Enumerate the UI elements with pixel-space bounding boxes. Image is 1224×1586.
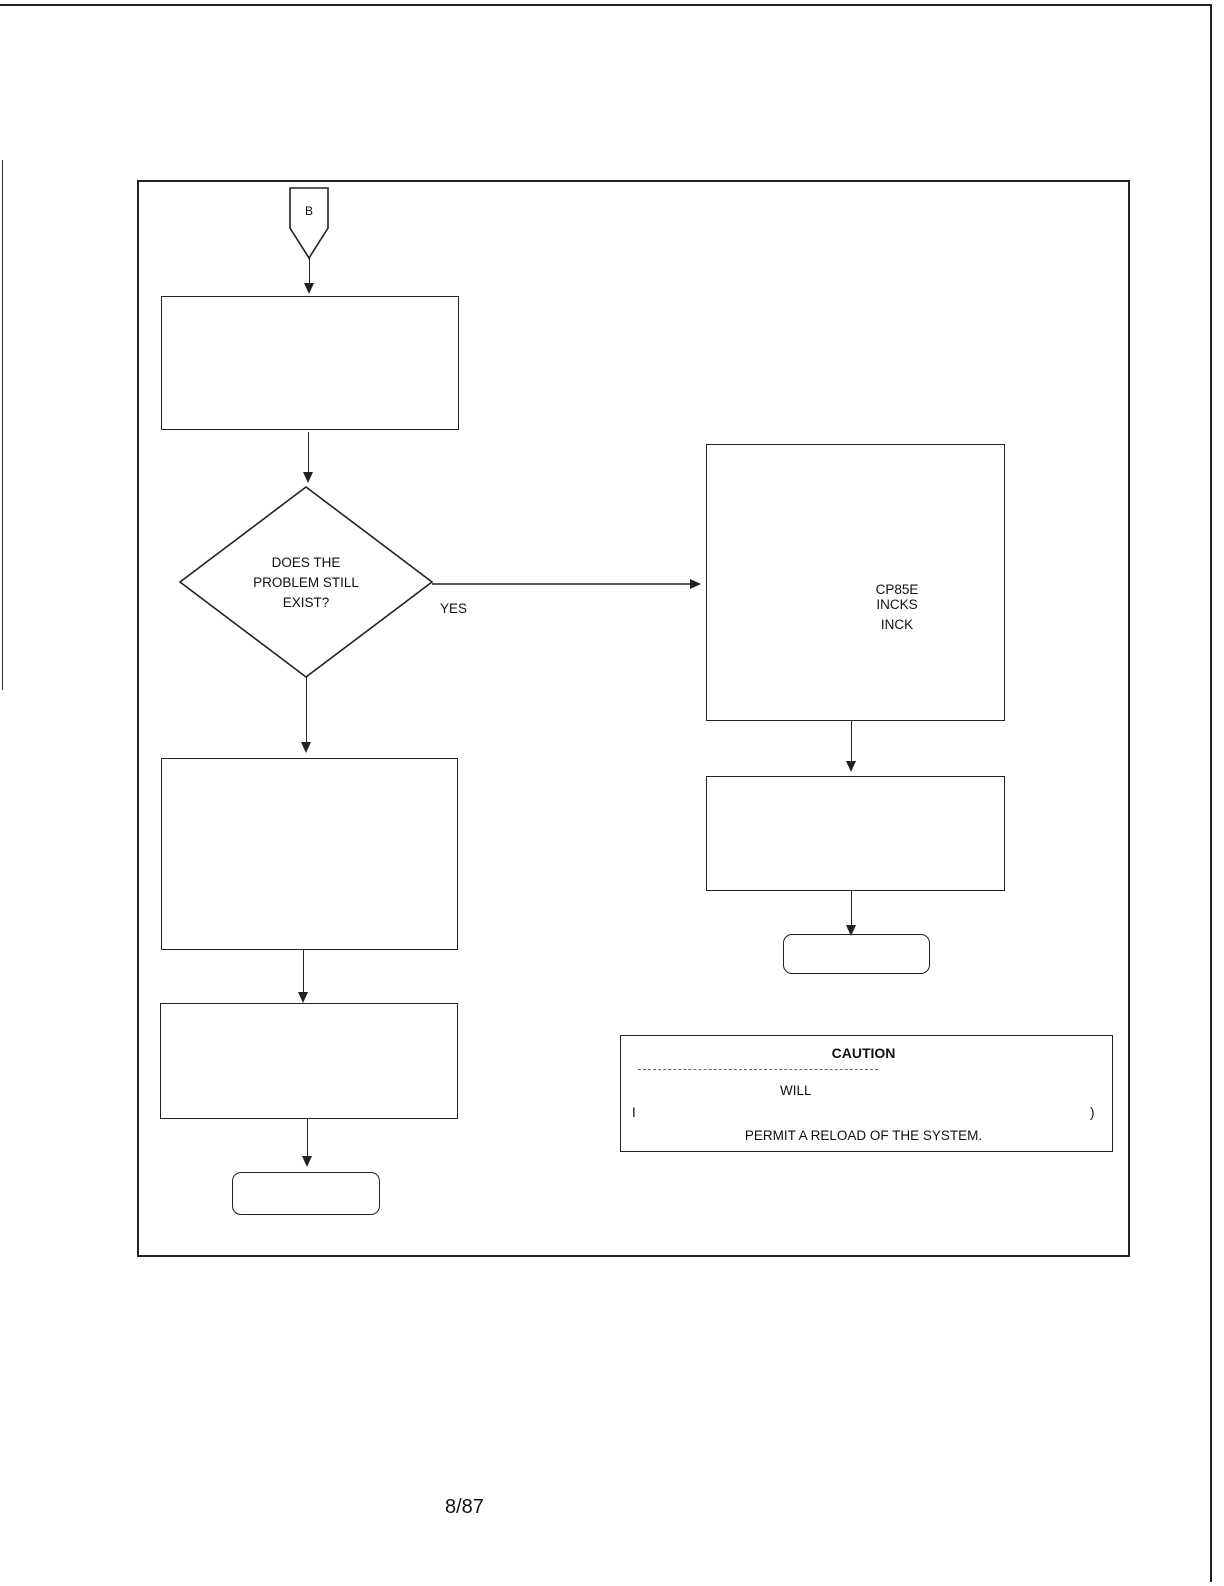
page-number: 8/87 — [445, 1496, 484, 1518]
right-box-line-3: INCK — [880, 617, 914, 632]
decision-line-3: EXIST? — [282, 595, 330, 610]
page-border-left — [2, 160, 3, 690]
flowchart-frame — [137, 180, 1130, 1257]
connector-b-shape — [289, 187, 329, 260]
caution-box — [620, 1035, 1113, 1152]
process-box-2 — [161, 758, 458, 950]
arrow-box2-to-box3 — [298, 950, 308, 1003]
arrow-b-to-box1 — [304, 258, 314, 294]
terminator-right — [783, 934, 930, 974]
process-box-3 — [160, 1003, 458, 1119]
page-border-top — [0, 4, 1212, 6]
decision-line-1: DOES THE — [271, 555, 341, 570]
arrow-box3-to-end — [302, 1119, 312, 1167]
yes-arrowhead — [690, 579, 701, 589]
right-box-line-1: CP85E — [875, 582, 919, 597]
caution-dashed-rule — [638, 1069, 878, 1070]
arrow-right1-to-right2 — [846, 721, 856, 772]
process-box-1 — [161, 296, 459, 430]
caution-line-2-left: I — [632, 1105, 636, 1120]
decision-line-2: PROBLEM STILL — [253, 575, 359, 590]
caution-line-1: WILL — [780, 1083, 812, 1098]
arrow-right2-to-end — [846, 891, 856, 936]
yes-label: YES — [440, 601, 468, 616]
process-box-right-1 — [706, 444, 1005, 721]
right-box-line-2: INCKS — [876, 597, 918, 612]
arrow-box1-to-decision — [303, 432, 313, 483]
caution-title: CAUTION — [831, 1045, 896, 1061]
arrow-decision-no — [301, 677, 311, 753]
process-box-right-2 — [706, 776, 1005, 891]
caution-line-3: PERMIT A RELOAD OF THE SYSTEM. — [744, 1128, 983, 1143]
terminator-left — [232, 1172, 380, 1215]
connector-b-label: B — [304, 204, 313, 218]
page-border-right — [1210, 4, 1212, 1582]
caution-line-2-right: ) — [1090, 1105, 1095, 1120]
